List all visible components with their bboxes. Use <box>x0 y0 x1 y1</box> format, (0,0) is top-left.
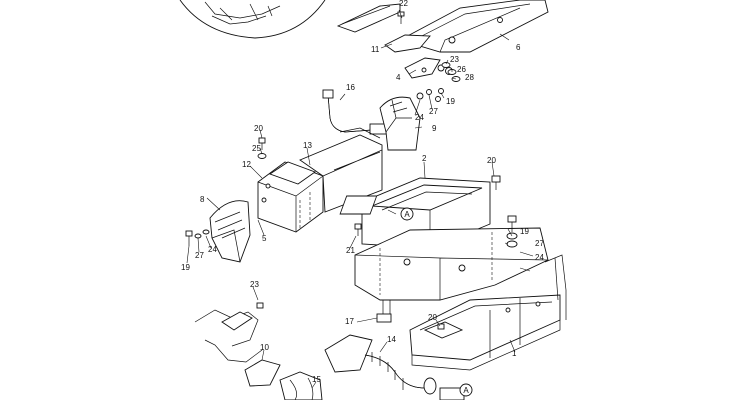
callout-20: 20 <box>487 156 496 165</box>
callout-23: 23 <box>250 280 259 289</box>
callout-22: 22 <box>399 0 408 8</box>
callout-20: 20 <box>428 313 437 322</box>
callout-14: 14 <box>387 335 396 344</box>
part-14-hose <box>324 334 465 400</box>
detail-inset <box>179 0 326 39</box>
part-2-housing <box>339 177 549 316</box>
part-4-clip <box>404 57 453 79</box>
marker-a-1: A <box>400 207 414 221</box>
callout-13: 13 <box>303 141 312 150</box>
callout-26: 26 <box>457 65 466 74</box>
callout-16: 16 <box>346 83 355 92</box>
callout-19: 19 <box>181 263 190 272</box>
callout-27: 27 <box>195 251 204 260</box>
callout-19: 19 <box>446 97 455 106</box>
callout-20: 20 <box>254 124 263 133</box>
callout-27: 27 <box>535 239 544 248</box>
part-6-bracket <box>398 0 549 53</box>
part-11-strap <box>336 3 431 53</box>
marker-label: A <box>463 386 469 395</box>
leader-lines <box>186 9 534 391</box>
callout-28: 28 <box>465 73 474 82</box>
part-12-box <box>257 161 324 233</box>
callout-8: 8 <box>200 195 205 204</box>
callout-11: 11 <box>371 45 380 54</box>
marker-a-2: A <box>459 383 473 397</box>
lower-left-parts <box>194 302 323 400</box>
part-13-cover <box>299 127 383 213</box>
callout-23: 23 <box>450 55 459 64</box>
callout-10: 10 <box>260 343 269 352</box>
callout-5: 5 <box>262 234 267 243</box>
callout-24: 24 <box>535 253 544 262</box>
callout-19: 19 <box>520 227 529 236</box>
callout-15: 15 <box>312 375 321 384</box>
part-22-screw <box>397 11 405 24</box>
callout-21: 21 <box>346 246 355 255</box>
part-17-connector <box>376 313 392 323</box>
hardware-left <box>185 137 267 246</box>
callout-1: 1 <box>512 349 517 358</box>
callout-27: 27 <box>429 107 438 116</box>
callout-12: 12 <box>242 160 251 169</box>
callout-25: 25 <box>252 144 261 153</box>
callouts: 22 11 4 6 23 26 28 19 27 24 16 9 20 25 1… <box>181 0 544 384</box>
callout-4: 4 <box>396 73 401 82</box>
callout-17: 17 <box>345 317 354 326</box>
part-9-duct <box>379 89 441 151</box>
callout-9: 9 <box>432 124 437 133</box>
callout-24: 24 <box>415 113 424 122</box>
part-16-hose <box>322 89 389 135</box>
callout-24: 24 <box>208 245 217 254</box>
callout-2: 2 <box>422 154 427 163</box>
part-1-base-frame <box>409 254 567 371</box>
callout-6: 6 <box>516 43 521 52</box>
marker-label: A <box>404 210 410 219</box>
part-8-duct <box>209 200 251 263</box>
